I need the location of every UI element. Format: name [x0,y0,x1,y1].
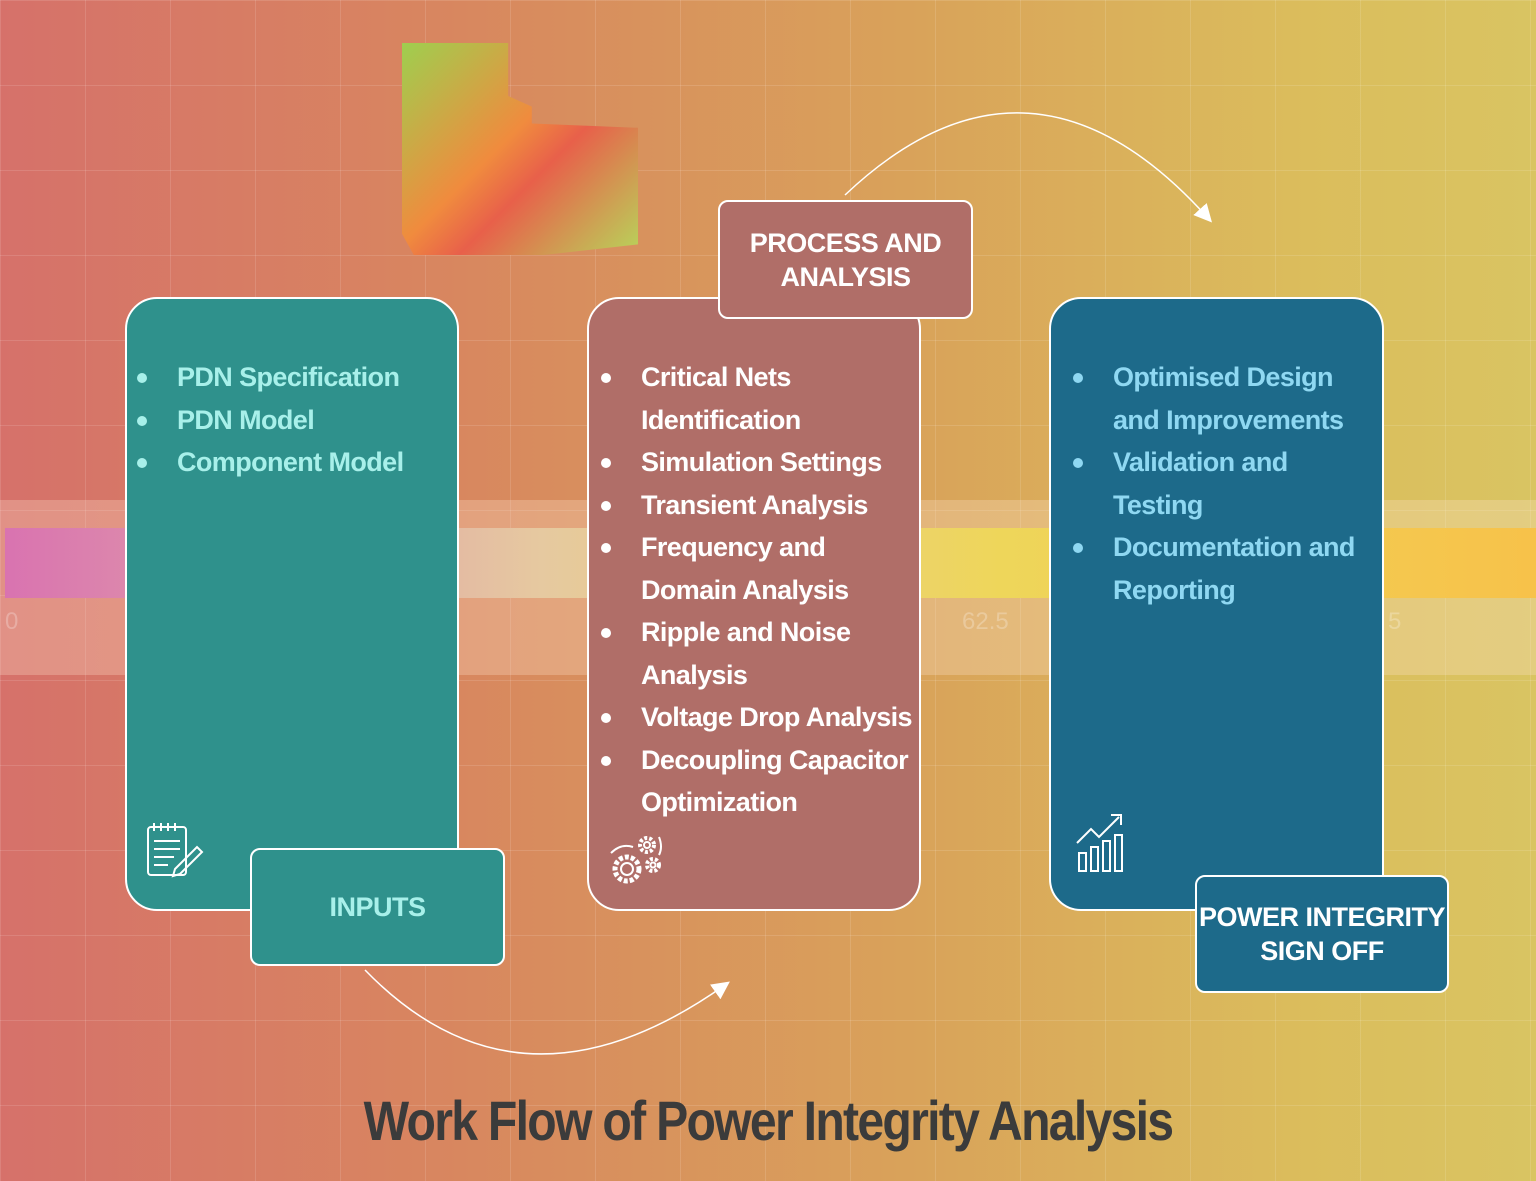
list-item: Voltage Drop Analysis [601,696,916,739]
inputs-list: PDN Specification PDN Model Component Mo… [136,356,404,484]
list-item: Frequency and Domain Analysis [601,526,916,611]
signoff-list: Optimised Design and Improvements Valida… [1073,356,1383,611]
notepad-pen-icon [147,823,204,878]
arrow-inputs-to-process [364,969,730,1055]
page-title: Work Flow of Power Integrity Analysis [363,1089,1174,1152]
process-list: Critical Nets Identification Simulation … [601,356,916,824]
process-panel: Critical Nets Identification Simulation … [587,297,921,911]
colorbar-label: 5 [1388,608,1402,635]
colorbar-label: 62.5 [962,608,1009,635]
inputs-label: INPUTS [250,848,505,966]
inputs-panel: PDN Specification PDN Model Component Mo… [125,297,459,911]
gears-icon [610,836,662,884]
growth-chart-icon [1076,814,1123,872]
list-item: Transient Analysis [601,484,916,527]
list-item: Critical Nets Identification [601,356,916,441]
process-label: PROCESS AND ANALYSIS [718,200,973,319]
list-item: Simulation Settings [601,441,916,484]
arrow-process-to-signoff [844,112,1213,223]
list-item: Ripple and Noise Analysis [601,611,916,696]
list-item: PDN Model [136,399,403,442]
list-item: Documentation and Reporting [1073,526,1383,611]
signoff-panel: Optimised Design and Improvements Valida… [1049,297,1384,911]
list-item: Component Model [136,441,404,484]
list-item: Decoupling Capacitor Optimization [601,739,916,824]
signoff-label: POWER INTEGRITY SIGN OFF [1195,875,1449,993]
colorbar-label: 0 [5,608,19,635]
list-item: PDN Specification [136,356,403,399]
list-item: Validation and Testing [1073,441,1383,526]
list-item: Optimised Design and Improvements [1073,356,1383,441]
